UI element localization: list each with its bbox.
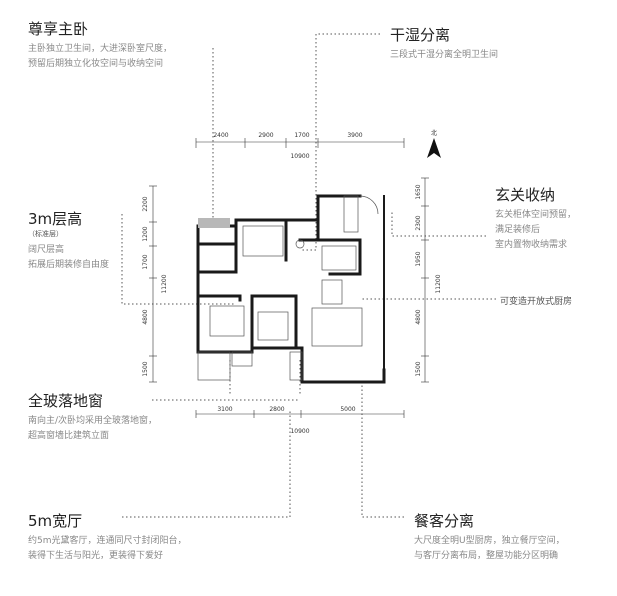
feature-storey-height: 3m层高 （标准层） 阔尺层高 拓展后期装修自由度: [28, 210, 109, 273]
compass-icon: 北: [427, 129, 441, 158]
dim-left-total: 11200: [161, 274, 168, 293]
dim-left-1: 2200: [142, 196, 149, 211]
feature-desc-line: 满足装修后: [495, 225, 541, 235]
feature-window: 全玻落地窗 南向主/次卧均采用全玻落地窗， 超高窗墙比建筑立面: [28, 392, 157, 444]
feature-desc-line: 阔尺层高: [28, 245, 65, 255]
feature-desc-line: 玄关柜体空间预留，: [495, 210, 577, 220]
dim-bottom-2: 2800: [269, 406, 284, 413]
dim-right-1: 1650: [415, 184, 422, 199]
feature-desc-line: 室内置物收纳需求: [495, 240, 568, 250]
dim-right-5: 1500: [415, 361, 422, 376]
feature-living-width: 5m宽厅 约5m光黛客厅，连通同尺寸封闭阳台， 装得下生活与阳光，更装得下爱好: [28, 512, 187, 564]
feature-entrance-storage: 玄关收纳 玄关柜体空间预留， 满足装修后 室内置物收纳需求: [495, 186, 576, 253]
dimension-lines: [149, 138, 429, 418]
dim-bottom-3: 5000: [340, 406, 355, 413]
dim-top-total: 10900: [290, 153, 309, 160]
feature-title: 5m宽厅: [28, 512, 83, 530]
kitchen-note: 可变造开放式厨房: [500, 297, 573, 307]
feature-desc-line: 装得下生活与阳光，更装得下爱好: [28, 551, 164, 561]
feature-title: 玄关收纳: [495, 186, 556, 204]
feature-title: 3m层高: [28, 210, 83, 228]
feature-desc-line: 与客厅分离布局，整屋功能分区明确: [414, 551, 559, 561]
dim-bottom-total: 10900: [290, 428, 309, 435]
dim-bottom-1: 3100: [217, 406, 232, 413]
leader-living: [122, 410, 291, 518]
feature-dining-living: 餐客分离 大尺度全明U型厨房，独立餐厅空间， 与客厅分离布局，整屋功能分区明确: [414, 512, 565, 564]
dim-right-3: 1950: [415, 251, 422, 266]
feature-desc-line: 拓展后期装修自由度: [28, 260, 110, 270]
feature-title: 尊享主卧: [28, 20, 89, 38]
dim-top-4: 3900: [347, 132, 362, 139]
dim-top-3: 1700: [294, 132, 309, 139]
dim-left-4: 4800: [142, 309, 149, 324]
feature-desc-line: 超高窗墙比建筑立面: [28, 431, 110, 441]
feature-title: 全玻落地窗: [28, 392, 104, 410]
feature-desc-line: 三段式干湿分离全明卫生间: [390, 50, 499, 60]
dimension-labels: 2400 2900 1700 3900 10900 3100 2800 5000…: [142, 132, 442, 435]
dim-right-4: 4800: [415, 309, 422, 324]
compass-label: 北: [431, 129, 437, 137]
feature-desc-line: 预留后期独立化妆空间与收纳空间: [28, 59, 164, 69]
leader-entrance-storage: [391, 212, 486, 237]
dim-left-2: 1200: [142, 226, 149, 241]
leader-dining: [361, 380, 404, 518]
dim-top-1: 2400: [213, 132, 228, 139]
feature-title: 餐客分离: [414, 512, 475, 530]
dim-right-2: 2300: [415, 215, 422, 230]
feature-desc-line: 大尺度全明U型厨房，独立餐厅空间，: [414, 536, 565, 546]
dim-top-2: 2900: [258, 132, 273, 139]
feature-master-bedroom: 尊享主卧 主卧独立卫生间，大进深卧室尺度， 预留后期独立化妆空间与收纳空间: [28, 20, 172, 72]
feature-wet-dry: 干湿分离 三段式干湿分离全明卫生间: [390, 26, 498, 63]
feature-desc-line: 南向主/次卧均采用全玻落地窗，: [28, 416, 158, 426]
feature-desc-line: 约5m光黛客厅，连通同尺寸封闭阳台，: [28, 536, 187, 546]
feature-desc-line: 主卧独立卫生间，大进深卧室尺度，: [28, 44, 173, 54]
feature-subtitle: （标准层）: [28, 230, 63, 238]
feature-title: 干湿分离: [390, 26, 451, 44]
dim-left-5: 1500: [142, 361, 149, 376]
dim-right-total: 11200: [435, 274, 442, 293]
wall-details: [197, 195, 379, 381]
dim-left-3: 1700: [142, 254, 149, 269]
